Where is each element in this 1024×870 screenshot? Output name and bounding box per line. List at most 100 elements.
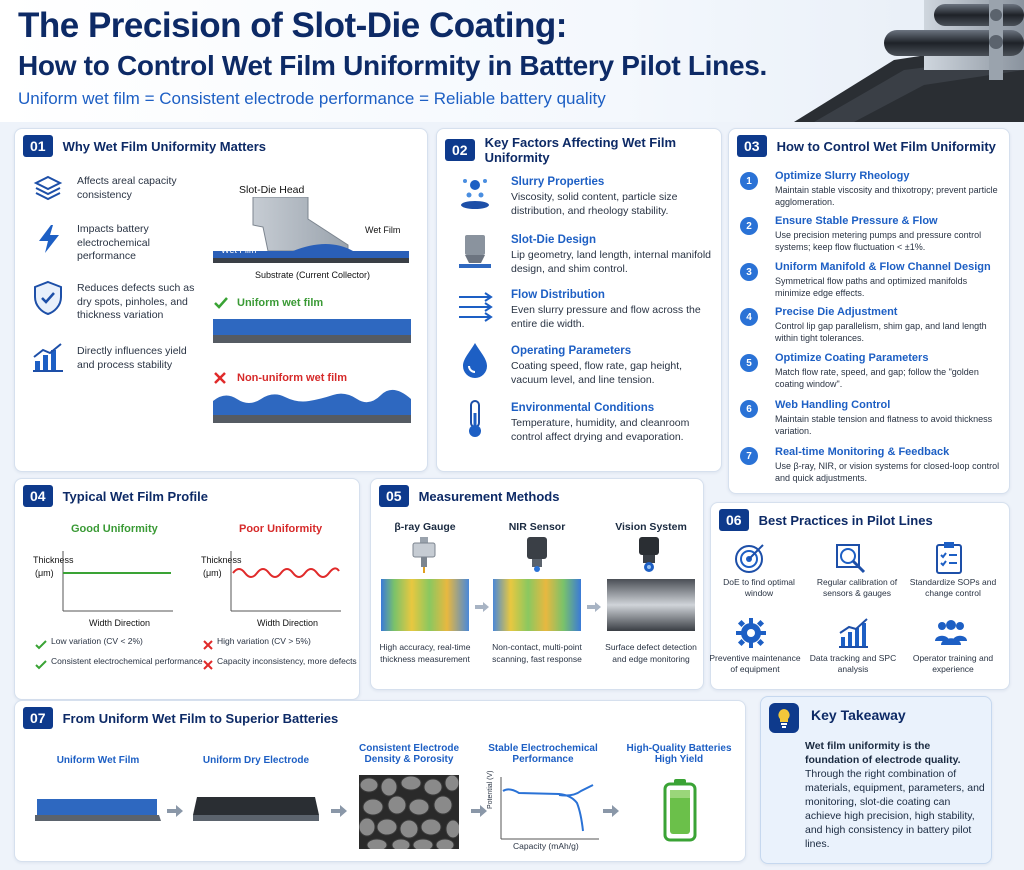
factor-title: Flow Distribution	[511, 289, 605, 301]
camera-icon	[635, 537, 663, 578]
factor-title: Slurry Properties	[511, 176, 605, 188]
factor-text: Coating speed, flow rate, gap height, va…	[511, 360, 683, 386]
section-wet-film-profile: 04 Typical Wet Film Profile Good Uniform…	[14, 478, 360, 700]
practice-text: Data tracking and SPC analysis	[809, 653, 897, 674]
section-title: How to Control Wet Film Uniformity	[776, 138, 996, 154]
factor-text: Viscosity, solid content, particle size …	[511, 191, 678, 217]
arrow-right-icon	[603, 804, 619, 822]
method-text: Non-contact, multi-point scanning, fast …	[492, 642, 582, 664]
check-icon	[213, 296, 229, 315]
discharge-curve	[499, 777, 599, 846]
step-title: Web Handling Control	[775, 399, 891, 411]
step-title: Optimize Coating Parameters	[775, 352, 929, 364]
potential-ylabel: Potential (V)	[487, 770, 494, 809]
arrow-right-icon	[475, 599, 489, 617]
shield-check-icon	[31, 279, 65, 322]
good-yunit: (μm)	[35, 568, 54, 578]
poor-profile-chart	[229, 551, 341, 618]
practice-text: Regular calibration of sensors & gauges	[816, 577, 898, 598]
team-icon	[933, 619, 969, 652]
step-number: 4	[740, 308, 758, 326]
section-measurement-methods: 05 Measurement Methods β-ray Gauge High …	[370, 478, 704, 690]
practice-text: Operator training and experience	[912, 653, 994, 674]
vision-image	[607, 579, 695, 636]
takeaway-title: Key Takeaway	[811, 707, 906, 723]
why-item-3: Reduces defects such as dry spots, pinho…	[77, 282, 195, 321]
poor-point: High variation (CV > 5%)	[217, 636, 311, 646]
section-number: 05	[379, 485, 409, 507]
stage-label: Uniform Dry Electrode	[202, 755, 310, 766]
wet-film-label: Wet Film	[365, 225, 401, 235]
section-number: 02	[445, 139, 475, 161]
step-text: Control lip gap parallelism, shim gap, a…	[775, 321, 987, 343]
why-item-1: Affects areal capacity consistency	[77, 175, 177, 201]
cross-icon	[213, 371, 227, 390]
factor-text: Lip geometry, land length, internal mani…	[511, 249, 712, 275]
step-title: Real-time Monitoring & Feedback	[775, 446, 950, 458]
factor-title: Operating Parameters	[511, 345, 632, 357]
method-name: NIR Sensor	[508, 521, 566, 533]
takeaway-bold-text: Wet film uniformity is the foundation of…	[805, 740, 961, 766]
uniform-film-label: Uniform wet film	[237, 297, 324, 309]
section-key-factors: 02 Key Factors Affecting Wet Film Unifor…	[436, 128, 722, 472]
flow-arrows-icon	[457, 289, 493, 330]
wet-film-stage-illustration	[35, 797, 161, 828]
step-text: Maintain stable viscosity and thixotropy…	[775, 185, 998, 207]
factor-text: Even slurry pressure and flow across the…	[511, 304, 701, 330]
slurry-particles-icon	[457, 173, 493, 216]
good-profile-chart	[61, 551, 173, 618]
section-number: 04	[23, 485, 53, 507]
cross-icon	[203, 657, 213, 675]
good-point: Low variation (CV < 2%)	[51, 636, 143, 646]
check-icon	[35, 657, 47, 675]
step-title: Ensure Stable Pressure & Flow	[775, 215, 938, 227]
good-uniformity-title: Good Uniformity	[71, 523, 158, 535]
header-banner: The Precision of Slot-Die Coating: How t…	[0, 0, 1024, 122]
nir-heatmap	[493, 579, 581, 636]
step-title: Precise Die Adjustment	[775, 306, 898, 318]
substrate-label: Substrate (Current Collector)	[255, 270, 371, 280]
good-xlabel: Width Direction	[89, 618, 151, 628]
poor-uniformity-title: Poor Uniformity	[239, 523, 323, 535]
slot-die-head-illustration	[213, 196, 423, 278]
arrow-right-icon	[587, 599, 601, 617]
step-number: 1	[740, 172, 758, 190]
thermometer-icon	[463, 399, 487, 444]
stage-label: High-Quality Batteries High Yield	[626, 743, 732, 765]
cross-icon	[203, 637, 213, 655]
beta-heatmap	[381, 579, 469, 636]
droplet-icon	[461, 341, 489, 384]
bar-chart-icon	[31, 341, 65, 378]
stage-label: Uniform Wet Film	[56, 755, 140, 766]
section-number: 06	[719, 509, 749, 531]
factor-title: Slot-Die Design	[511, 234, 596, 246]
step-number: 6	[740, 400, 758, 418]
step-number: 5	[740, 354, 758, 372]
page-tagline: Uniform wet film = Consistent electrode …	[18, 89, 606, 108]
magnifier-icon	[835, 543, 867, 580]
section-how-to-control: 03 How to Control Wet Film Uniformity 1 …	[728, 128, 1010, 494]
porosity-micrograph	[358, 774, 461, 854]
check-icon	[35, 637, 47, 655]
checklist-icon	[935, 541, 963, 580]
good-ylabel: Thickness	[33, 555, 74, 565]
gear-icon	[735, 617, 767, 654]
nonuniform-film-illustration	[213, 389, 411, 430]
lightbulb-icon	[769, 703, 799, 733]
arrow-right-icon	[167, 804, 183, 822]
section-number: 01	[23, 135, 53, 157]
step-text: Use precision metering pumps and pressur…	[775, 230, 982, 252]
practice-text: Standardize SOPs and change control	[909, 577, 997, 598]
step-text: Symmetrical flow paths and optimized man…	[775, 276, 968, 298]
poor-xlabel: Width Direction	[257, 618, 319, 628]
method-text: High accuracy, real-time thickness measu…	[379, 642, 471, 664]
practice-text: Preventive maintenance of equipment	[709, 653, 801, 674]
nir-sensor-icon	[523, 537, 551, 578]
practice-text: DoE to find optimal window	[723, 577, 795, 598]
coating-machine-illustration	[774, 0, 1024, 122]
method-name: β-ray Gauge	[394, 521, 456, 533]
step-text: Use β-ray, NIR, or vision systems for cl…	[775, 461, 1000, 483]
section-title: Key Factors Affecting Wet Film Uniformit…	[484, 135, 676, 165]
section-wet-film-to-batteries: 07 From Uniform Wet Film to Superior Bat…	[14, 700, 746, 862]
capacity-xlabel: Capacity (mAh/g)	[513, 841, 579, 851]
